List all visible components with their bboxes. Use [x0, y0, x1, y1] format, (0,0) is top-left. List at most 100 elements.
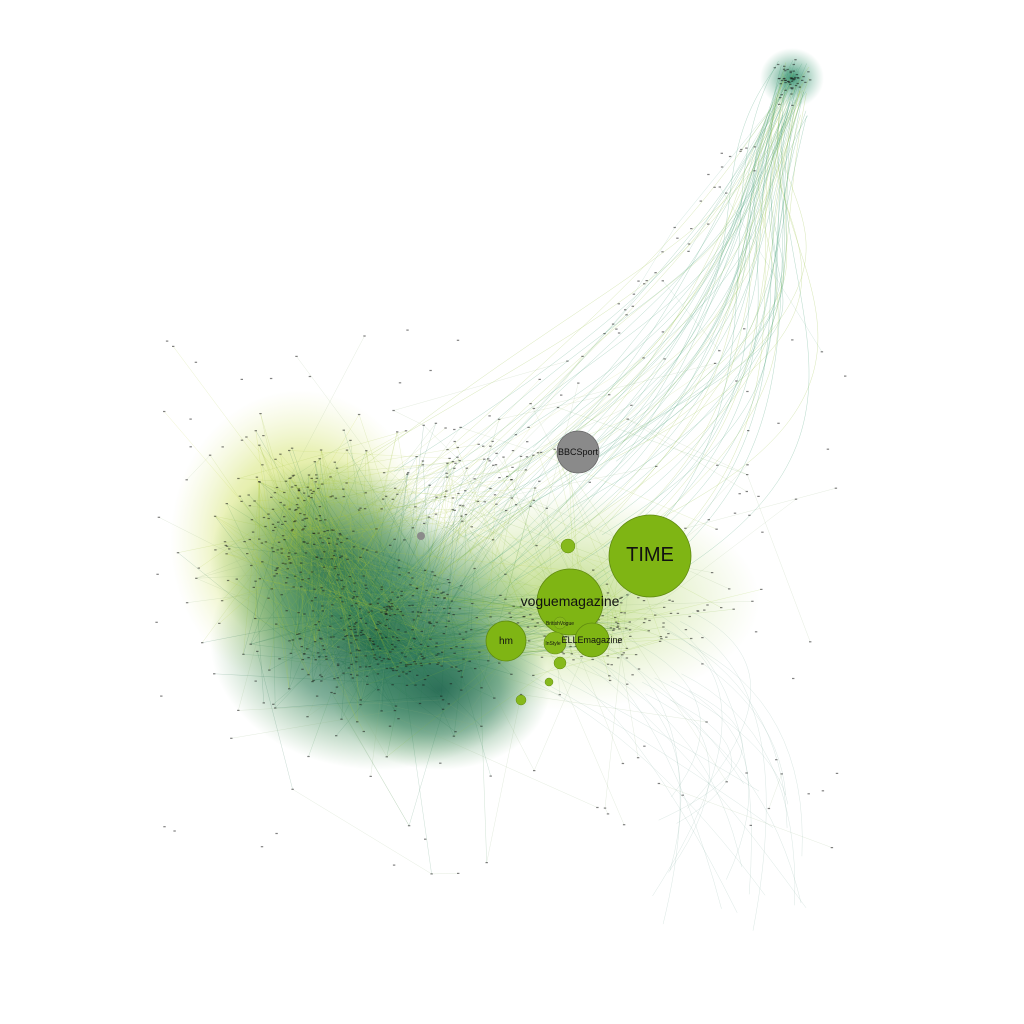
node-dot [690, 637, 693, 640]
node-instyle[interactable] [543, 631, 567, 655]
edge [312, 644, 393, 682]
edge [281, 461, 454, 595]
node-dot [336, 677, 340, 679]
edge [398, 425, 424, 641]
node-small-c[interactable] [515, 694, 527, 706]
edge [333, 590, 427, 638]
edge [282, 535, 344, 674]
node-dot [368, 666, 371, 668]
node-dot [334, 566, 337, 568]
node-ellemagazine[interactable] [574, 622, 610, 658]
node-dot [790, 78, 793, 80]
edge [289, 558, 444, 593]
node-small-d[interactable] [544, 677, 554, 687]
node-dot [391, 591, 394, 593]
node-small-b[interactable] [553, 656, 567, 670]
edge [405, 626, 447, 633]
node-dot [459, 504, 462, 506]
node-dot [446, 449, 449, 451]
edge [284, 458, 320, 517]
edge [392, 593, 557, 607]
node-dot [661, 251, 664, 253]
node-bbcsport[interactable] [556, 430, 600, 474]
edge [291, 530, 317, 558]
node-dot [478, 651, 481, 653]
node-dot [305, 517, 309, 519]
node-dot [249, 643, 252, 645]
node-dot [569, 645, 572, 648]
long-edge [552, 107, 788, 517]
edge [308, 474, 314, 492]
edge [308, 482, 347, 675]
node-dot [317, 532, 320, 534]
edge [356, 603, 379, 622]
edge [284, 504, 423, 657]
edge [351, 510, 507, 644]
edge [226, 553, 288, 569]
node-dot [536, 452, 540, 454]
node-britishvogue[interactable] [553, 616, 567, 630]
edge [236, 578, 361, 705]
node-dot [407, 572, 410, 574]
edge [272, 524, 352, 630]
node-dot [429, 369, 432, 372]
node-time[interactable] [608, 514, 692, 598]
node-dot [300, 586, 303, 588]
node-dot [450, 648, 453, 650]
edge [337, 579, 522, 607]
node-small-a[interactable] [560, 538, 576, 554]
long-edge [631, 83, 819, 533]
edge [353, 465, 494, 547]
node-dot [654, 614, 657, 616]
edge [333, 555, 354, 599]
node-dot [319, 449, 323, 451]
node-dot [319, 674, 322, 676]
long-edge [436, 90, 801, 576]
edge [367, 596, 562, 677]
edge [308, 578, 391, 616]
node-dot [303, 499, 306, 502]
node-dot [238, 495, 242, 497]
node-dot [390, 643, 394, 646]
node-dot [220, 600, 224, 602]
node-dot [314, 659, 317, 661]
edge [387, 591, 402, 659]
node-dot [718, 186, 721, 188]
node-dot [531, 618, 534, 621]
node-dot [262, 702, 265, 704]
edge [299, 546, 355, 639]
node-gray-small[interactable] [417, 532, 425, 540]
edge [419, 622, 430, 704]
edge [331, 615, 370, 667]
edge [389, 469, 527, 609]
node-dot [389, 667, 392, 669]
node-dot [377, 598, 380, 600]
node-hm[interactable] [485, 620, 527, 662]
edge [275, 497, 454, 528]
node-dot [414, 684, 417, 686]
node-dot [322, 566, 326, 568]
edge [339, 533, 375, 658]
node-dot [791, 339, 794, 341]
long-edge [627, 638, 701, 798]
edge [228, 580, 411, 665]
node-dot [543, 635, 546, 637]
edge [338, 608, 445, 665]
node-dot [328, 542, 331, 544]
node-dot [462, 638, 465, 640]
node-dot [353, 626, 356, 628]
node-dot [421, 655, 424, 657]
edge [282, 563, 409, 573]
node-voguemagazine[interactable] [536, 568, 604, 636]
edge [360, 664, 411, 701]
node-dot [310, 600, 314, 602]
edge [295, 414, 360, 521]
edge [304, 518, 354, 599]
node-dot [324, 519, 327, 521]
edge [214, 516, 383, 639]
node-dot [707, 173, 710, 176]
node-dot [429, 638, 432, 640]
node-dot [394, 705, 398, 707]
edge [436, 568, 475, 623]
node-dot [733, 512, 737, 514]
